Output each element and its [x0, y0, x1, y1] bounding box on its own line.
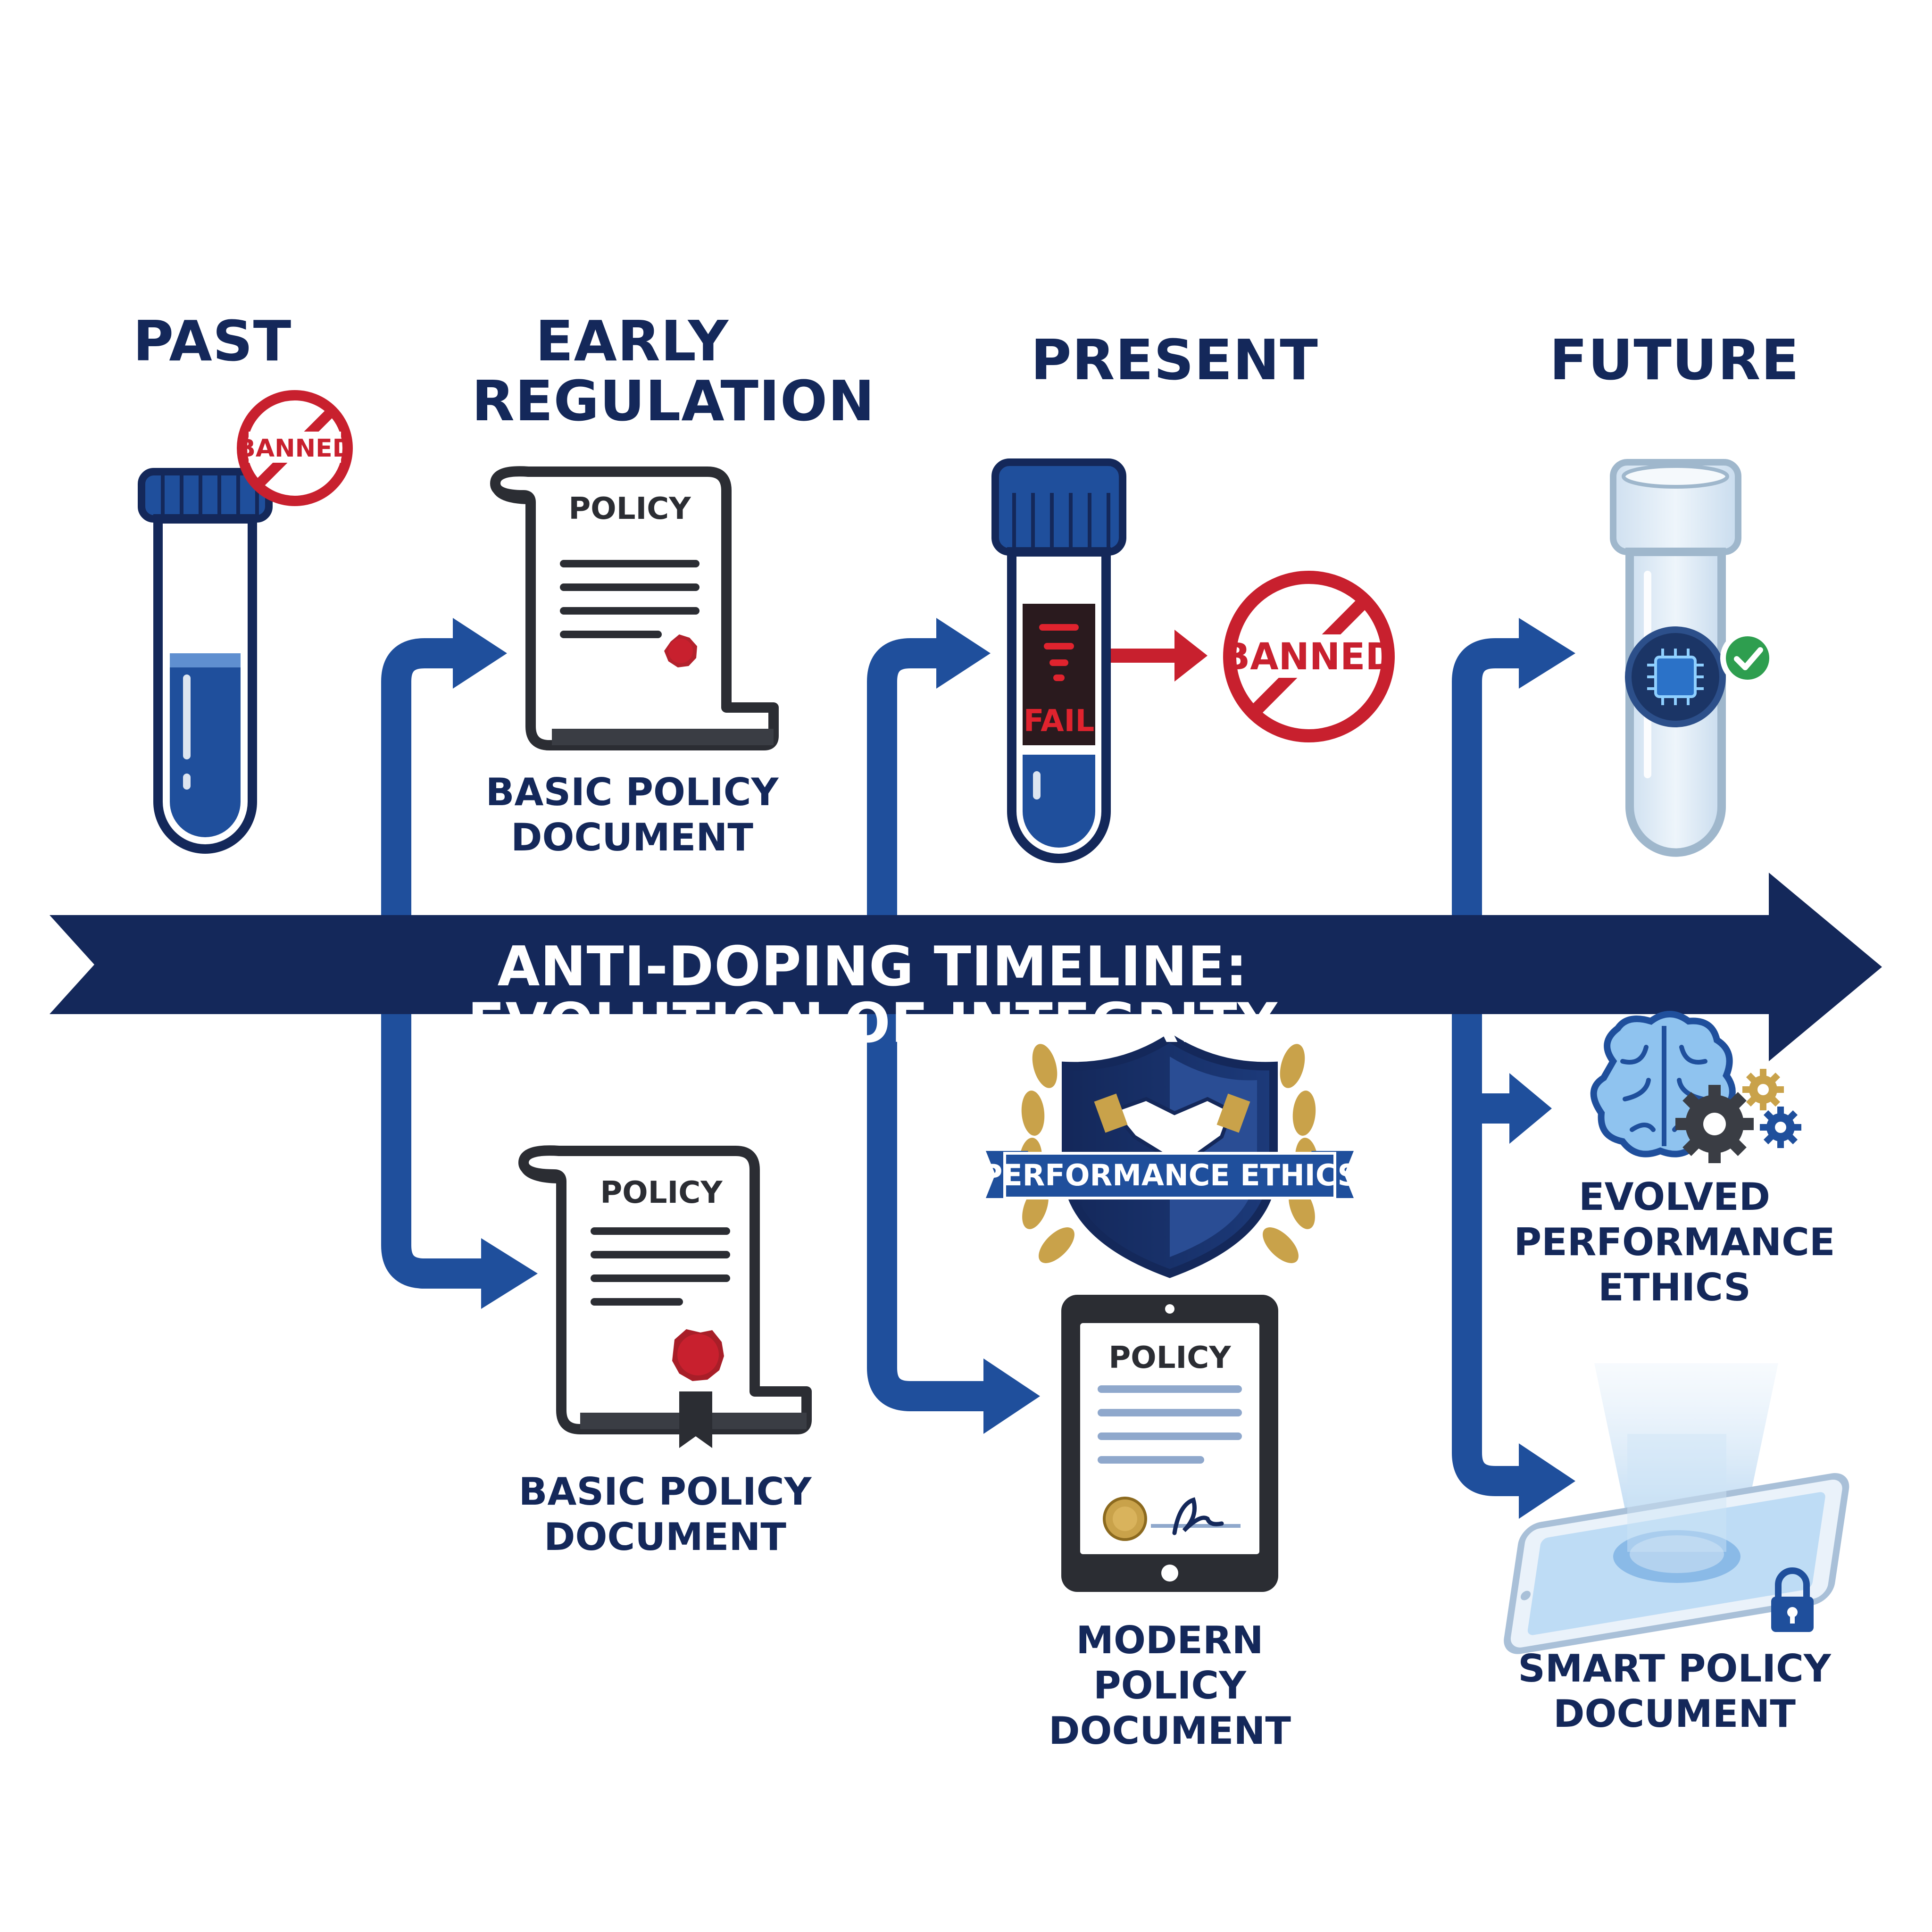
present-tube-fail: FAIL [1024, 704, 1095, 739]
evolved-ethics-caption: EVOLVED PERFORMANCE ETHICS [1514, 1175, 1835, 1309]
arrowhead-early-bottom [481, 1238, 538, 1309]
check-icon [1720, 631, 1775, 685]
modern-doc-title: POLICY [1108, 1341, 1231, 1375]
connector-present [867, 638, 1015, 1411]
present-banned-badge: BANNED [1222, 571, 1396, 742]
present-test-tube [991, 458, 1126, 863]
modern-policy-tablet [1061, 1295, 1278, 1592]
future-glass-tube [1610, 459, 1775, 857]
early-bottom-scroll-document [518, 1145, 812, 1448]
stage-heading-past: PAST [133, 308, 292, 374]
handshake-icon [1094, 1093, 1250, 1163]
past-test-tube [138, 468, 273, 854]
early-top-scroll-document [490, 466, 779, 750]
performance-ethics-emblem [986, 1033, 1354, 1278]
connector-future [1452, 638, 1543, 1496]
present-red-arrow [1111, 630, 1208, 682]
modern-doc-caption: MODERN POLICY DOCUMENT [1049, 1618, 1291, 1753]
stage-heading-present: PRESENT [1031, 327, 1318, 392]
past-banned-badge: BANNED [237, 390, 353, 506]
timeline-arrow [50, 873, 1882, 1061]
timeline-title: ANTI-DOPING TIMELINE: EVOLUTION OF INTEG… [467, 935, 1278, 1055]
gear-icon [1675, 1069, 1801, 1163]
present-badge-text: BANNED [1222, 636, 1396, 678]
microchip-icon [1654, 656, 1697, 698]
early-bottom-doc-title: POLICY [600, 1175, 723, 1210]
arrowhead-early-top [453, 618, 507, 689]
arrowhead-present-bottom [983, 1358, 1040, 1434]
early-bottom-doc-caption: BASIC POLICY DOCUMENT [518, 1470, 812, 1559]
smart-policy-hologram-tablet [1504, 1363, 1849, 1654]
lock-icon [1771, 1567, 1814, 1632]
past-badge-text: BANNED [237, 434, 353, 463]
smart-doc-caption: SMART POLICY DOCUMENT [1518, 1647, 1831, 1736]
performance-ethics-banner: PERFORMANCE ETHICS [981, 1158, 1358, 1192]
early-top-doc-title: POLICY [568, 491, 691, 526]
arrowhead-present-top [936, 618, 991, 689]
stage-heading-early-regulation: EARLY REGULATION [472, 308, 875, 434]
stage-heading-future: FUTURE [1549, 327, 1800, 392]
arrowhead-future [1509, 618, 1575, 1519]
early-top-doc-caption: BASIC POLICY DOCUMENT [485, 770, 779, 859]
